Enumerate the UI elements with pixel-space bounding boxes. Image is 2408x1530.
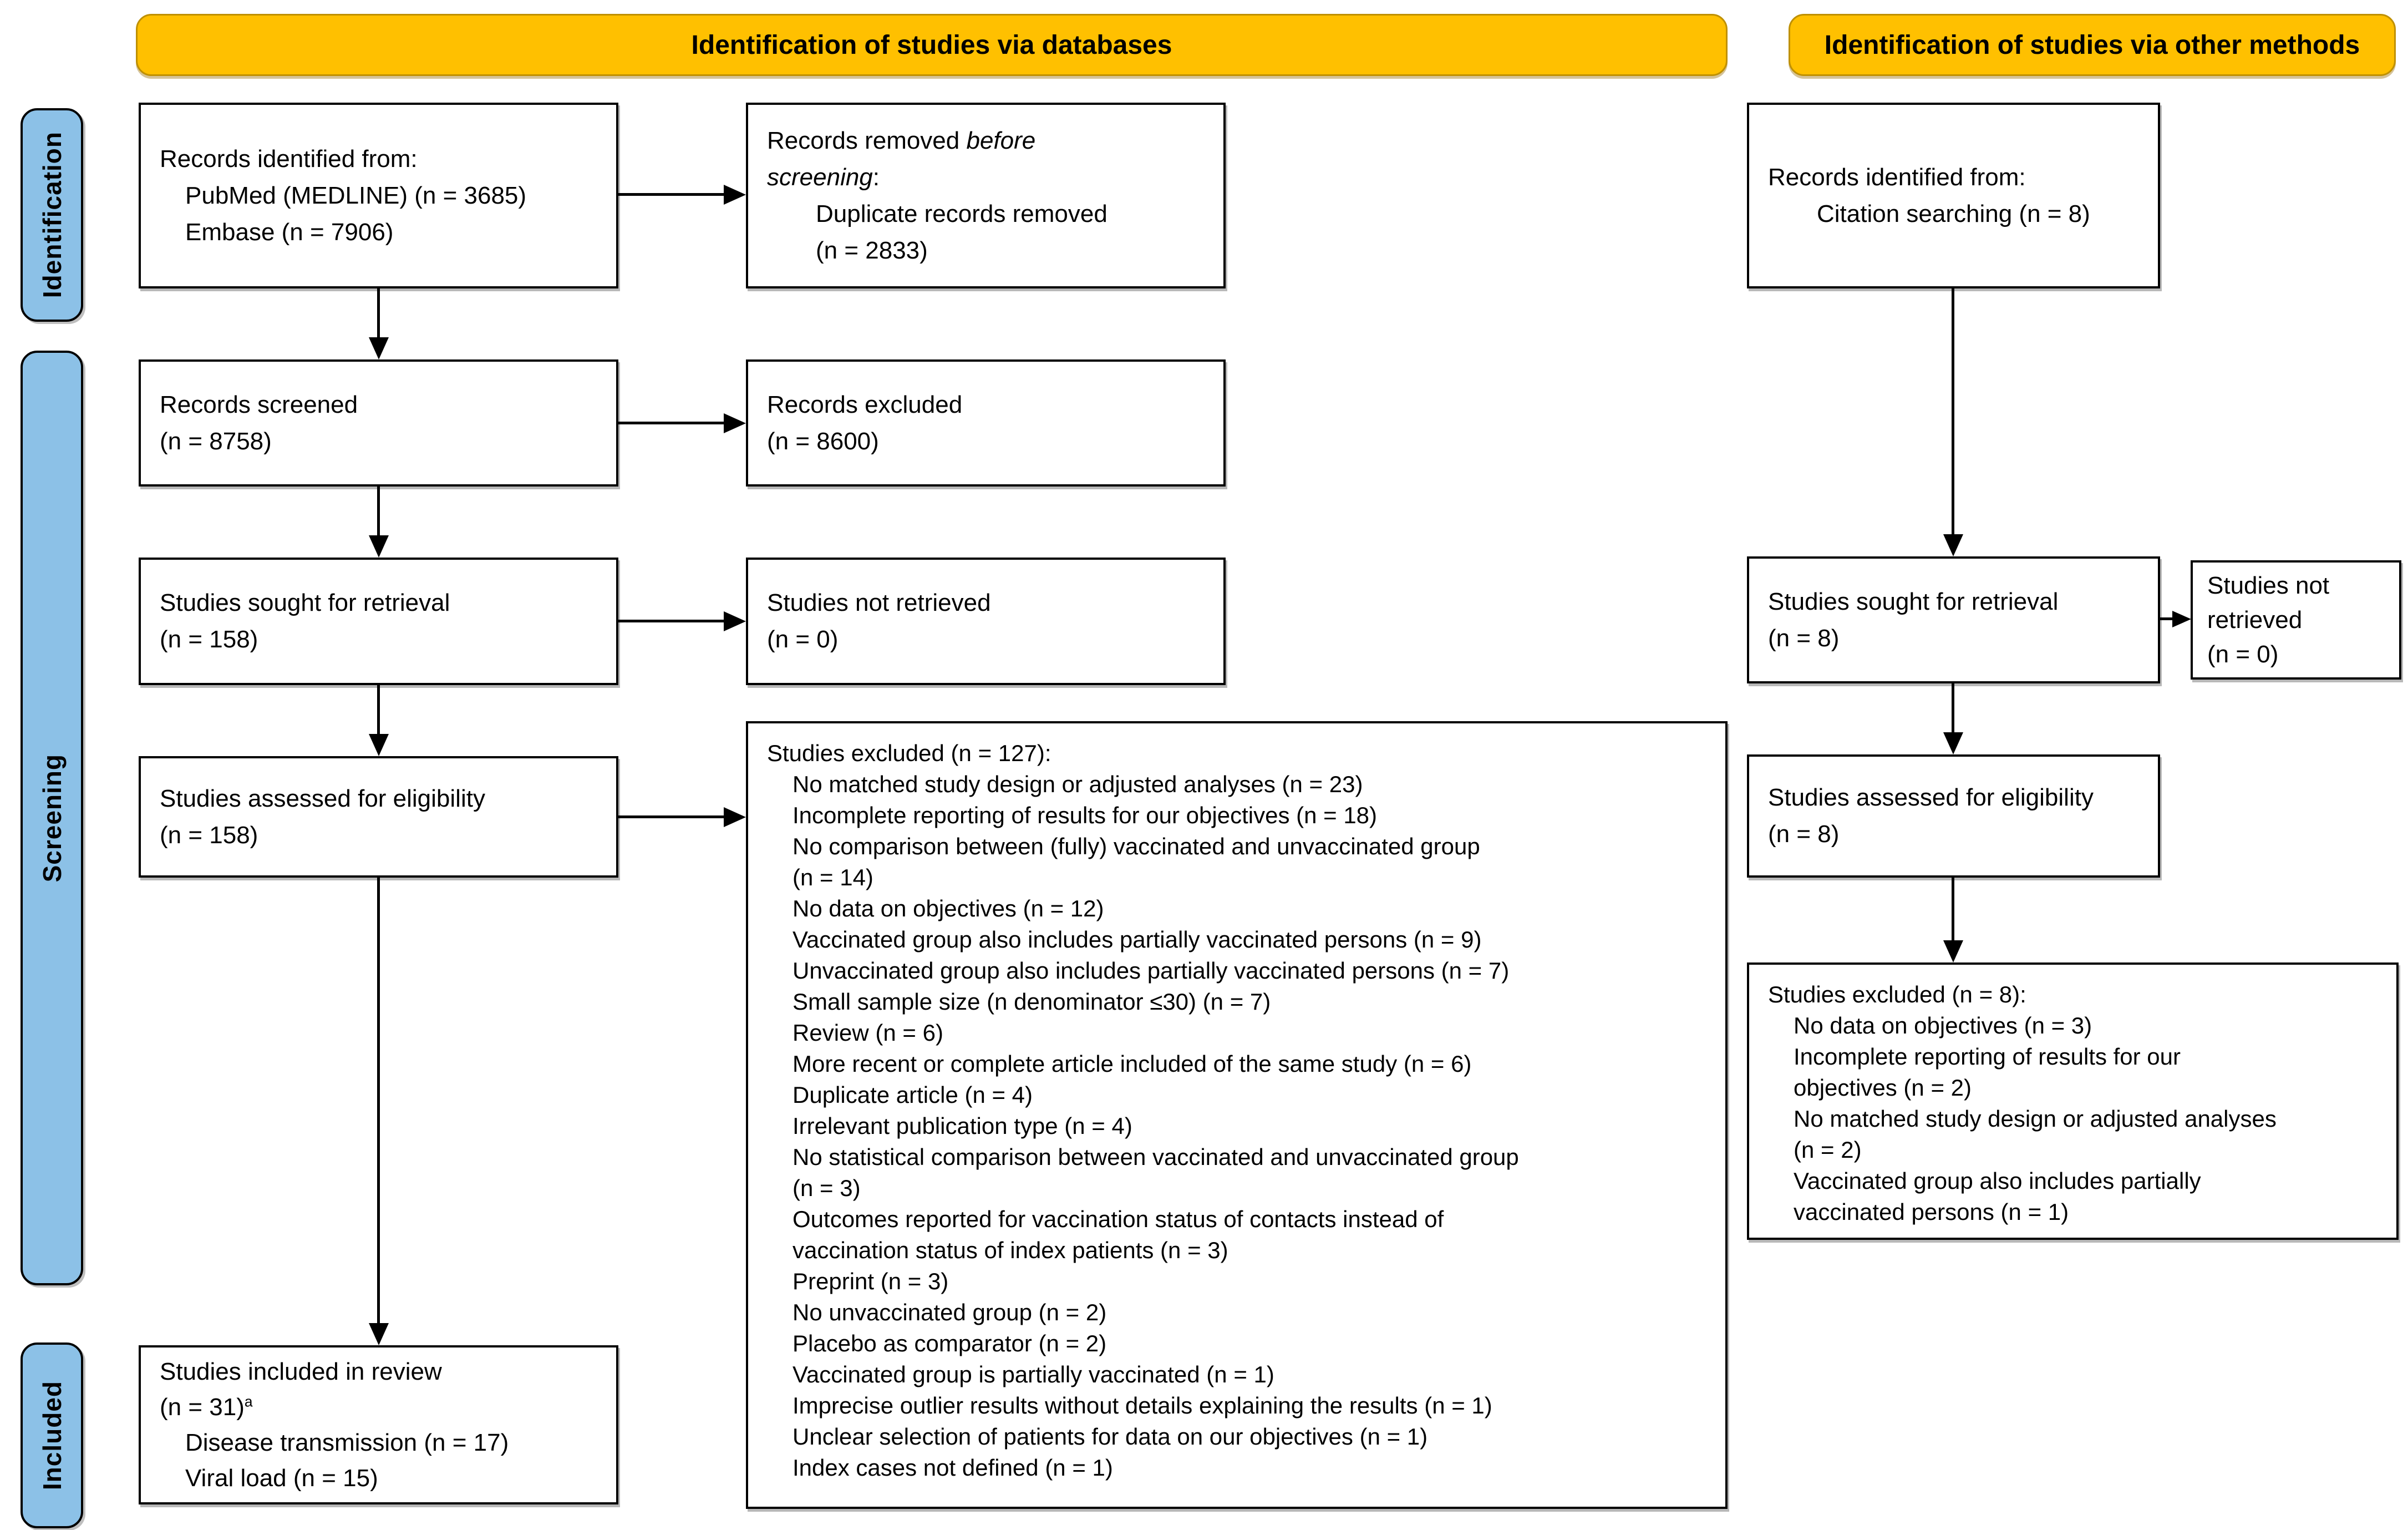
text-line: (n = 8758) xyxy=(160,427,272,455)
text-line: Studies not xyxy=(2207,571,2330,599)
box-studies-sought-databases: Studies sought for retrieval (n = 158) xyxy=(139,558,618,685)
box-studies-not-retrieved-other: Studies not retrieved (n = 0) xyxy=(2191,560,2401,680)
text-line: (n = 3) xyxy=(792,1175,861,1201)
sidebar-stage-label-included: Included xyxy=(37,1380,67,1491)
text-line: Irrelevant publication type (n = 4) xyxy=(792,1113,1132,1139)
text-line: Duplicate records removed xyxy=(816,200,1108,227)
text-line: Duplicate article (n = 4) xyxy=(792,1082,1033,1108)
arrow-screened-to-sought xyxy=(368,487,389,558)
text-line: Imprecise outlier results without detail… xyxy=(792,1392,1492,1418)
arrow-screened-to-excluded xyxy=(618,413,746,433)
text-line: No matched study design or adjusted anal… xyxy=(792,771,1363,797)
box-records-identified-databases: Records identified from: PubMed (MEDLINE)… xyxy=(139,103,618,288)
arrow-assessed-to-excluded xyxy=(618,807,746,827)
arrow-identified-to-screened xyxy=(368,288,389,359)
text-line: Incomplete reporting of results for our xyxy=(1794,1043,2181,1070)
banner-identification-via-other-methods: Identification of studies via other meth… xyxy=(1789,14,2396,76)
text-line: Vaccinated group is partially vaccinated… xyxy=(792,1361,1274,1387)
text-line: Records identified from: xyxy=(160,145,418,173)
text-line: Records identified from: xyxy=(1768,163,2026,191)
text-line: Citation searching (n = 8) xyxy=(1817,200,2090,227)
text-line: Studies assessed for eligibility xyxy=(160,784,485,812)
text-line: Studies included in review xyxy=(160,1357,442,1385)
sidebar-stage-label-identification: Identification xyxy=(37,131,67,298)
text-line: Incomplete reporting of results for our … xyxy=(792,802,1378,828)
text-line: vaccinated persons (n = 1) xyxy=(1794,1199,2069,1225)
text-line: Viral load (n = 15) xyxy=(185,1464,378,1492)
text-line: No statistical comparison between vaccin… xyxy=(792,1144,1519,1170)
text-line: (n = 158) xyxy=(160,821,258,849)
box-records-excluded: Records excluded (n = 8600) xyxy=(746,359,1226,487)
text-line: Placebo as comparator (n = 2) xyxy=(792,1330,1107,1356)
text-line: Records screened xyxy=(160,391,358,418)
arrow-sought-to-not-retrieved xyxy=(618,611,746,631)
text-line: Unvaccinated group also includes partial… xyxy=(792,957,1510,984)
text-line: (n = 8) xyxy=(1768,624,1840,652)
box-studies-assessed-other: Studies assessed for eligibility (n = 8) xyxy=(1747,754,2160,878)
box-studies-excluded-other: Studies excluded (n = 8): No data on obje… xyxy=(1747,962,2399,1240)
text-line: (n = 14) xyxy=(792,864,873,890)
arrow-other-sought-to-assessed xyxy=(1943,683,1963,754)
arrow-sought-to-assessed xyxy=(368,685,389,756)
text-line: vaccination status of index patients (n … xyxy=(792,1237,1228,1263)
text-line: Vaccinated group also includes partially xyxy=(1794,1168,2201,1194)
text-line: No comparison between (fully) vaccinated… xyxy=(792,833,1480,859)
box-records-identified-other: Records identified from: Citation searchi… xyxy=(1747,103,2160,288)
text-line: objectives (n = 2) xyxy=(1794,1075,1972,1101)
text-line: (n = 8) xyxy=(1768,820,1840,848)
text-line: More recent or complete article included… xyxy=(792,1051,1472,1077)
arrow-other-sought-to-not-retrieved xyxy=(2160,610,2191,627)
text-line: (n = 158) xyxy=(160,626,258,653)
text-line: Disease transmission (n = 17) xyxy=(185,1428,509,1456)
text-line: Index cases not defined (n = 1) xyxy=(792,1455,1113,1481)
arrow-other-identified-to-sought xyxy=(1943,288,1963,556)
sidebar-stage-label-screening: Screening xyxy=(37,753,67,883)
text-line: (n = 2833) xyxy=(816,236,928,264)
box-records-screened: Records screened (n = 8758) xyxy=(139,359,618,487)
text-line: Review (n = 6) xyxy=(792,1020,943,1046)
text-line: Studies sought for retrieval xyxy=(1768,587,2059,615)
text-line: No data on objectives (n = 12) xyxy=(792,895,1104,921)
text-line: No data on objectives (n = 3) xyxy=(1794,1012,2092,1038)
text-line: (n = 0) xyxy=(2207,640,2279,668)
box-records-removed-before-screening: Records removed before screening: Duplicat… xyxy=(746,103,1226,288)
text-line: Studies excluded (n = 8): xyxy=(1768,981,2026,1007)
sidebar-stage-identification: Identification xyxy=(21,108,83,322)
banner-identification-via-databases: Identification of studies via databases xyxy=(136,14,1728,76)
text-line: Embase (n = 7906) xyxy=(185,218,394,246)
text-line: No unvaccinated group (n = 2) xyxy=(792,1299,1107,1325)
text-line: Records removed before xyxy=(767,126,1036,154)
box-studies-not-retrieved-databases: Studies not retrieved (n = 0) xyxy=(746,558,1226,685)
arrow-other-assessed-to-excluded xyxy=(1943,878,1963,962)
text-line: Studies assessed for eligibility xyxy=(1768,784,2094,811)
text-line: Studies excluded (n = 127): xyxy=(767,740,1051,766)
text-line: Vaccinated group also includes partially… xyxy=(792,926,1482,953)
text-line: (n = 8600) xyxy=(767,427,879,455)
text-line: Studies not retrieved xyxy=(767,589,991,616)
text-line: Outcomes reported for vaccination status… xyxy=(792,1206,1444,1232)
text-line: PubMed (MEDLINE) (n = 3685) xyxy=(185,181,527,209)
text-line: (n = 2) xyxy=(1794,1137,1862,1163)
text-line: Records excluded xyxy=(767,391,963,418)
box-studies-sought-other: Studies sought for retrieval (n = 8) xyxy=(1747,556,2160,683)
box-studies-excluded-databases: Studies excluded (n = 127): No matched st… xyxy=(746,721,1728,1509)
arrow-assessed-to-included xyxy=(368,878,389,1345)
text-line: (n = 31)a xyxy=(160,1392,253,1421)
arrow-identified-to-removed xyxy=(618,184,746,205)
text-line: (n = 0) xyxy=(767,626,839,653)
text-line: No matched study design or adjusted anal… xyxy=(1794,1106,2277,1132)
text-line: retrieved xyxy=(2207,606,2303,634)
sidebar-stage-included: Included xyxy=(21,1342,83,1528)
sidebar-stage-screening: Screening xyxy=(21,351,83,1285)
text-line: Unclear selection of patients for data o… xyxy=(792,1423,1428,1450)
box-studies-assessed-databases: Studies assessed for eligibility (n = 158… xyxy=(139,756,618,878)
text-line: Preprint (n = 3) xyxy=(792,1268,949,1294)
text-line: Studies sought for retrieval xyxy=(160,589,450,616)
text-line: screening: xyxy=(767,163,880,191)
text-line: Small sample size (n denominator ≤30) (n… xyxy=(792,989,1271,1015)
